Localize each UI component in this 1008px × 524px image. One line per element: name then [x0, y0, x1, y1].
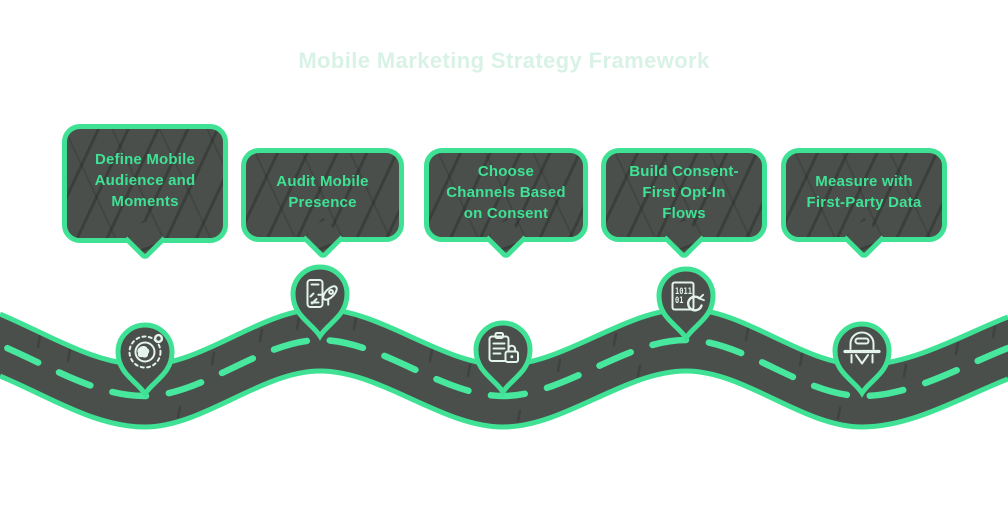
pin-step-3	[473, 320, 533, 397]
pin-shape	[832, 321, 892, 398]
step-label-3: Choose Channels Based on Consent	[446, 162, 566, 222]
binary-file-sync-icon: 1011 01	[671, 281, 705, 312]
binary-line-1: 1011	[675, 287, 692, 297]
pin-step-4: 1011 01	[656, 266, 716, 343]
phone-rocket-icon	[306, 279, 338, 308]
step-label-4: Build Consent-First Opt-In Flows	[629, 162, 739, 222]
global-audience-icon	[128, 333, 164, 369]
pin-step-1	[115, 322, 175, 399]
pin-step-2	[290, 264, 350, 341]
step-bubble-2: Audit Mobile Presence	[241, 148, 404, 261]
clipboard-lock-icon	[488, 332, 519, 363]
page-title: Mobile Marketing Strategy Framework	[298, 48, 710, 73]
road-bottom-edge	[0, 368, 1008, 430]
incognito-hat-icon	[843, 331, 881, 365]
step-bubble-3: Choose Channels Based on Consent	[424, 148, 588, 261]
step-bubble-1: Define Mobile Audience and Moments	[62, 124, 228, 262]
step-bubble-4: Build Consent-First Opt-In Flows	[601, 148, 767, 261]
binary-line-2: 01	[675, 296, 684, 306]
step-label-1: Define Mobile Audience and Moments	[94, 151, 196, 210]
road-texture	[36, 313, 997, 423]
step-bubble-5: Measure with First-Party Data	[781, 148, 947, 261]
step-label-2: Audit Mobile Presence	[276, 173, 369, 211]
pin-step-5	[832, 321, 892, 398]
step-label-5: Measure with First-Party Data	[806, 173, 922, 211]
